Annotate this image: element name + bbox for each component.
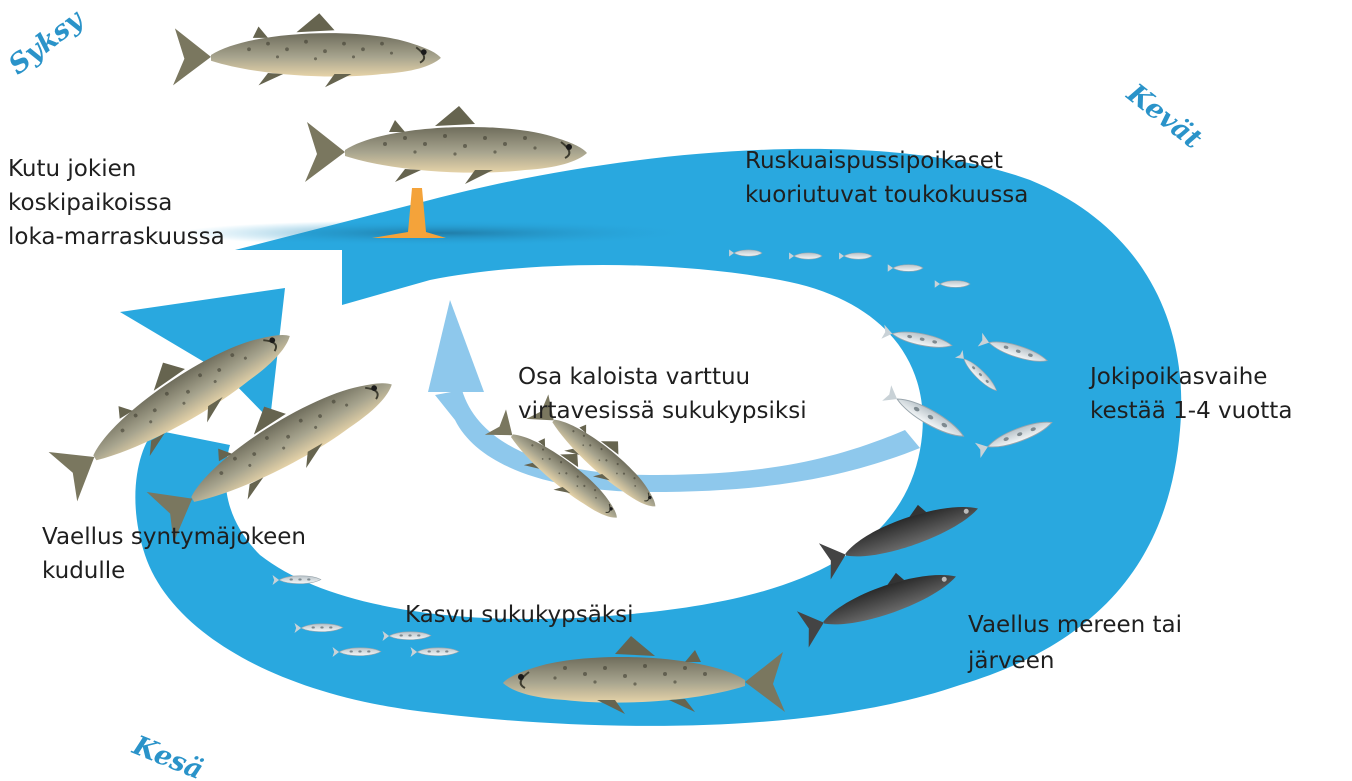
label-spawning-line-2: koskipaikoissa: [8, 186, 172, 220]
label-spawning-line-1: Kutu jokien: [8, 152, 136, 186]
label-hatching-line-2: kuoriutuvat toukokuussa: [745, 178, 1028, 212]
label-smolt-migration-line-2: järveen: [968, 644, 1054, 678]
label-return-migration-line-2: kudulle: [42, 554, 125, 588]
label-smolt-migration-line-1: Vaellus mereen tai: [968, 608, 1182, 642]
label-spawning-line-3: loka-marraskuussa: [8, 220, 225, 254]
label-resident-line-2: virtavesissä sukukypsiksi: [518, 394, 807, 428]
label-return-migration-line-1: Vaellus syntymäjokeen: [42, 520, 306, 554]
label-hatching-line-1: Ruskuaispussipoikaset: [745, 144, 1003, 178]
label-growth: Kasvu sukukypsäksi: [405, 598, 633, 632]
label-resident-line-1: Osa kaloista varttuu: [518, 360, 750, 394]
label-parr-line-1: Jokipoikasvaihe: [1090, 360, 1267, 394]
label-parr-line-2: kestää 1-4 vuotta: [1090, 394, 1292, 428]
